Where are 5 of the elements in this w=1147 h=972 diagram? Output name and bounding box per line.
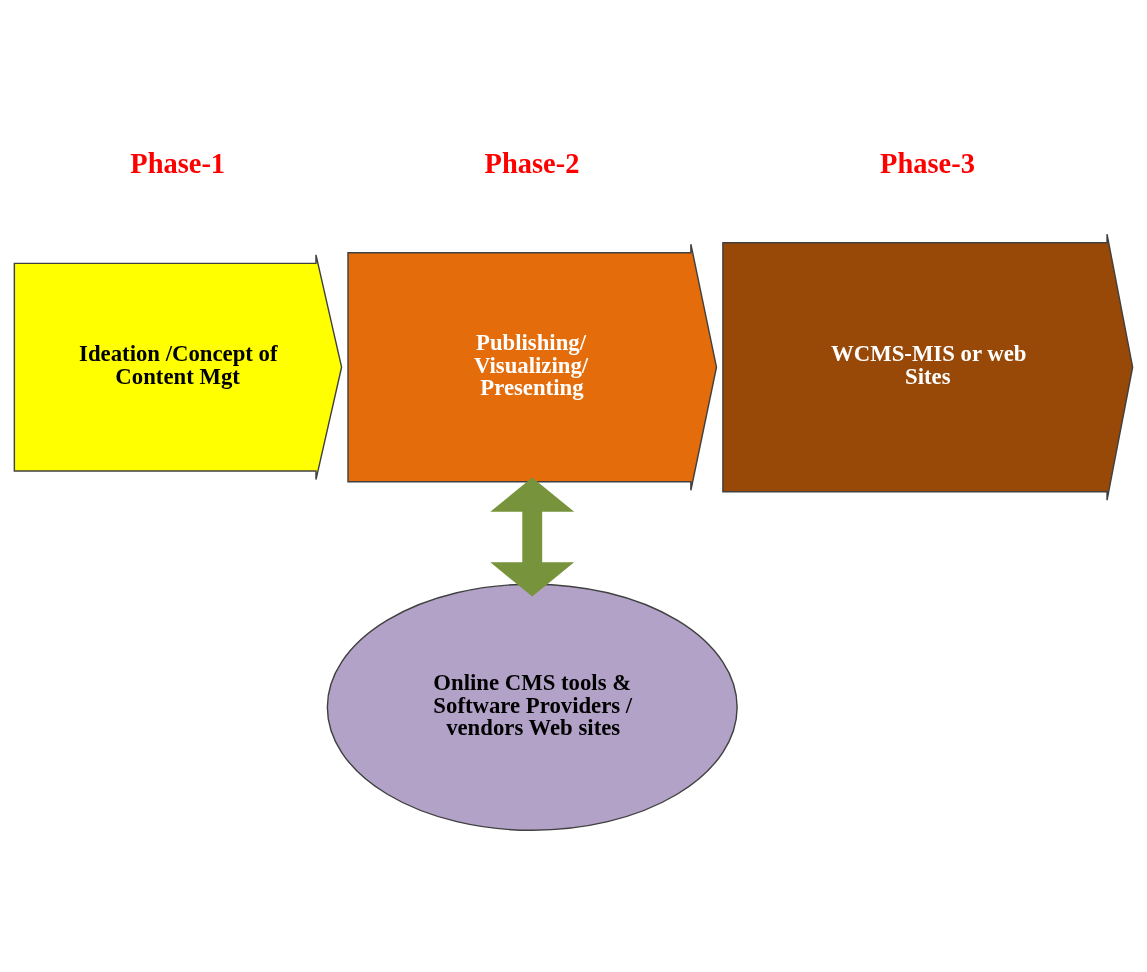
node-ellipse: Online CMS tools & Software Providers / vendors Web sites bbox=[326, 583, 738, 831]
arrow bbox=[490, 477, 575, 597]
node-label: Phase-2 bbox=[484, 147, 580, 179]
node-label: Phase-1 bbox=[130, 147, 226, 179]
node-label: Phase-3 bbox=[880, 147, 975, 179]
